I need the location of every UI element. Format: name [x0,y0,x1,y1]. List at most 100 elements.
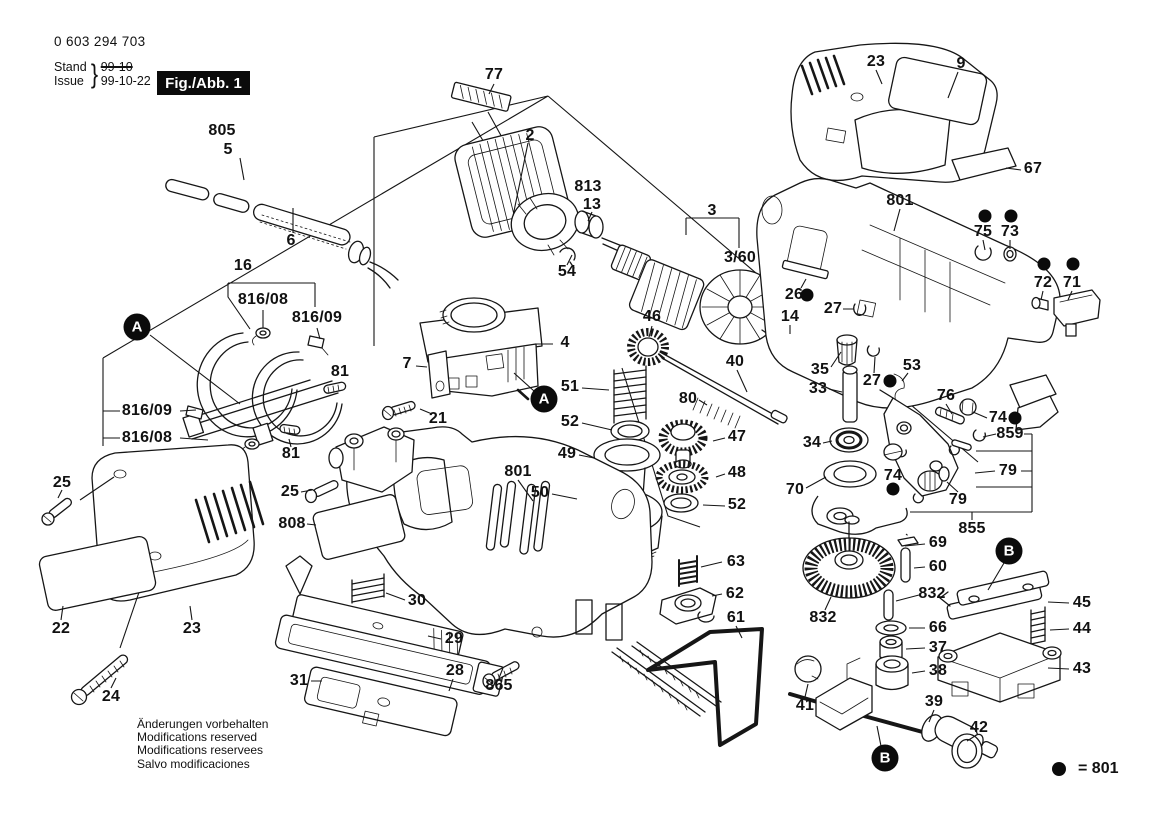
brace-glyph: } [90,59,98,89]
footnote-line: Salvo modificaciones [137,756,250,771]
view-marker-A: A [530,385,558,413]
order-number: 0 603 294 703 [54,34,146,49]
part-callout-22: 22 [51,620,71,637]
part-callout-25: 25 [280,483,300,500]
part-callout-79: 79 [998,462,1018,479]
fan-column-art [788,495,999,769]
view-marker-B: B [871,744,899,772]
part-callout-34: 34 [802,434,822,451]
part-callout-832: 832 [809,609,837,626]
part-callout-74: 74 [988,409,1008,426]
part-callout-816-09: 816/09 [121,402,173,419]
part-callout-813: 813 [574,178,602,195]
part-callout-41: 41 [795,697,815,714]
part-callout-865: 865 [485,677,513,694]
issue-value: 99-10-22 [100,74,151,89]
part-callout-859: 859 [996,425,1024,442]
part-callout-30: 30 [407,592,427,609]
part-callout-37: 37 [928,639,948,656]
part-callout-77: 77 [484,66,504,83]
part-callout-29: 29 [444,630,464,647]
part-callout-816-08: 816/08 [237,291,289,308]
part-callout-63: 63 [726,553,746,570]
part-callout-70: 70 [785,481,805,498]
part-callout-805: 805 [208,122,236,139]
part-callout-816-08: 816/08 [121,429,173,446]
part-callout-25: 25 [52,474,72,491]
part-callout-42: 42 [969,719,989,736]
assembly-dot [883,374,897,388]
dot-legend: = 801 [1052,760,1118,778]
part-callout-72: 72 [1033,274,1053,291]
part-callout-3: 3 [707,202,717,219]
part-callout-4: 4 [560,334,570,351]
issue-label: Issue [54,74,84,89]
part-callout-79: 79 [948,491,968,508]
switch-art [381,297,543,421]
part-callout-48: 48 [727,464,747,481]
part-callout-52: 52 [560,413,580,430]
part-callout-69: 69 [928,534,948,551]
counterweight-art [781,259,986,504]
part-callout-51: 51 [560,378,580,395]
part-callout-66: 66 [928,619,948,636]
part-callout-816-09: 816/09 [291,309,343,326]
part-callout-81: 81 [281,445,301,462]
footnote-line: Modifications reservees [137,743,264,758]
top-cover-art [790,42,1017,183]
body-housing-art [274,426,653,737]
view-marker-A: A [123,313,151,341]
part-callout-43: 43 [1072,660,1092,677]
part-callout-49: 49 [557,445,577,462]
part-callout-62: 62 [725,585,745,602]
motor-stator-art [450,81,604,269]
part-callout-76: 76 [936,387,956,404]
part-callout-50: 50 [530,484,550,501]
part-callout-7: 7 [402,355,412,372]
part-callout-60: 60 [928,558,948,575]
legend-dot-icon [1052,762,1066,776]
part-callout-54: 54 [557,263,577,280]
part-callout-67: 67 [1023,160,1043,177]
stand-label: Stand [54,59,87,74]
part-callout-31: 31 [289,672,309,689]
cord-art [165,178,399,289]
part-callout-23: 23 [182,620,202,637]
housing-801-art [756,177,1101,431]
part-callout-46: 46 [642,308,662,325]
part-callout-27: 27 [862,372,882,389]
part-callout-39: 39 [924,693,944,710]
part-callout-26: 26 [784,286,804,303]
part-callout-3-60: 3/60 [724,249,756,266]
assembly-dot [1008,411,1022,425]
figure-label: Fig./Abb. 1 [157,71,250,95]
part-callout-21: 21 [428,410,448,427]
part-callout-44: 44 [1072,620,1092,637]
part-callout-801: 801 [886,192,914,209]
footnote-line: Modifications reserved [137,730,258,745]
part-callout-24: 24 [101,688,121,705]
part-callout-33: 33 [808,380,828,397]
blade-guard-art [611,555,764,747]
part-callout-28: 28 [445,662,465,679]
part-callout-38: 38 [928,662,948,679]
part-callout-45: 45 [1072,594,1092,611]
part-callout-80: 80 [678,390,698,407]
part-callout-14: 14 [780,308,800,325]
assembly-dot [1066,257,1080,271]
part-callout-74: 74 [883,467,903,484]
frame-16-art [182,327,347,457]
stand-value: 99-10 [100,59,133,74]
document-header: 0 603 294 703 Stand Issue } 99-10 99-10-… [54,34,151,90]
part-callout-6: 6 [286,232,296,249]
part-callout-2: 2 [525,127,535,144]
part-callout-40: 40 [725,353,745,370]
view-marker-B: B [995,537,1023,565]
part-callout-71: 71 [1062,274,1082,291]
assembly-dot [978,209,992,223]
part-callout-832: 832 [918,585,946,602]
